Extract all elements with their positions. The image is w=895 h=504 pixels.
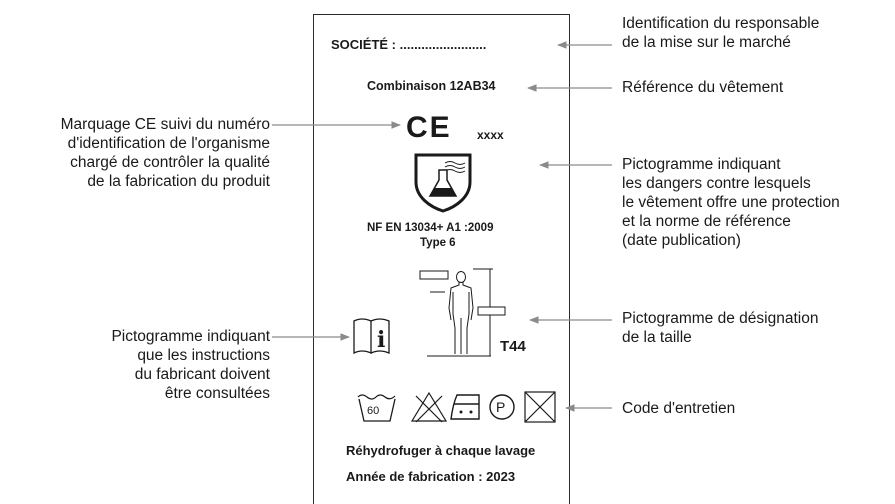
- wash-tub-icon: [357, 394, 396, 422]
- garment-reference: Combinaison 12AB34: [367, 79, 496, 93]
- ce-body-number: xxxx: [477, 128, 504, 142]
- svg-text:i: i: [377, 327, 385, 353]
- annotation-garment-reference: Référence du vêtement: [622, 79, 784, 96]
- annotation-size-pictogram: Pictogramme de désignation de la taille: [622, 310, 819, 346]
- size-pictogram-icon: [419, 268, 506, 357]
- company-field: SOCIÉTÉ : ........................: [331, 37, 487, 52]
- iron-icon: [450, 394, 480, 420]
- care-instruction: Réhydrofuger à chaque lavage: [346, 443, 536, 458]
- wash-temperature: 60: [367, 405, 380, 417]
- ce-mark: CE: [406, 111, 452, 144]
- annotation-instructions-pictogram: Pictogramme indiquant que les instructio…: [111, 328, 270, 402]
- standard-reference: NF EN 13034+ A1 :2009: [367, 222, 494, 234]
- chemical-protection-icon: [414, 153, 472, 213]
- protection-type: Type 6: [420, 237, 456, 249]
- manufacture-year: Année de fabrication : 2023: [346, 469, 516, 484]
- dry-clean-icon: [489, 394, 515, 420]
- garment-label: [313, 14, 570, 504]
- no-tumble-dry-icon: [524, 391, 556, 423]
- instructions-book-icon: i: [353, 318, 390, 355]
- size-value: T44: [500, 338, 526, 355]
- annotation-care-code: Code d'entretien: [622, 400, 736, 417]
- annotation-manufacturer-id: Identification du responsable de la mise…: [622, 15, 820, 51]
- annotation-ce-marking: Marquage CE suivi du numéro d'identifica…: [60, 116, 270, 190]
- dry-clean-letter: P: [496, 399, 506, 415]
- annotation-arrows: [272, 41, 612, 412]
- annotation-hazard-pictogram: Pictogramme indiquant les dangers contre…: [622, 156, 840, 249]
- no-bleach-icon: [410, 391, 448, 423]
